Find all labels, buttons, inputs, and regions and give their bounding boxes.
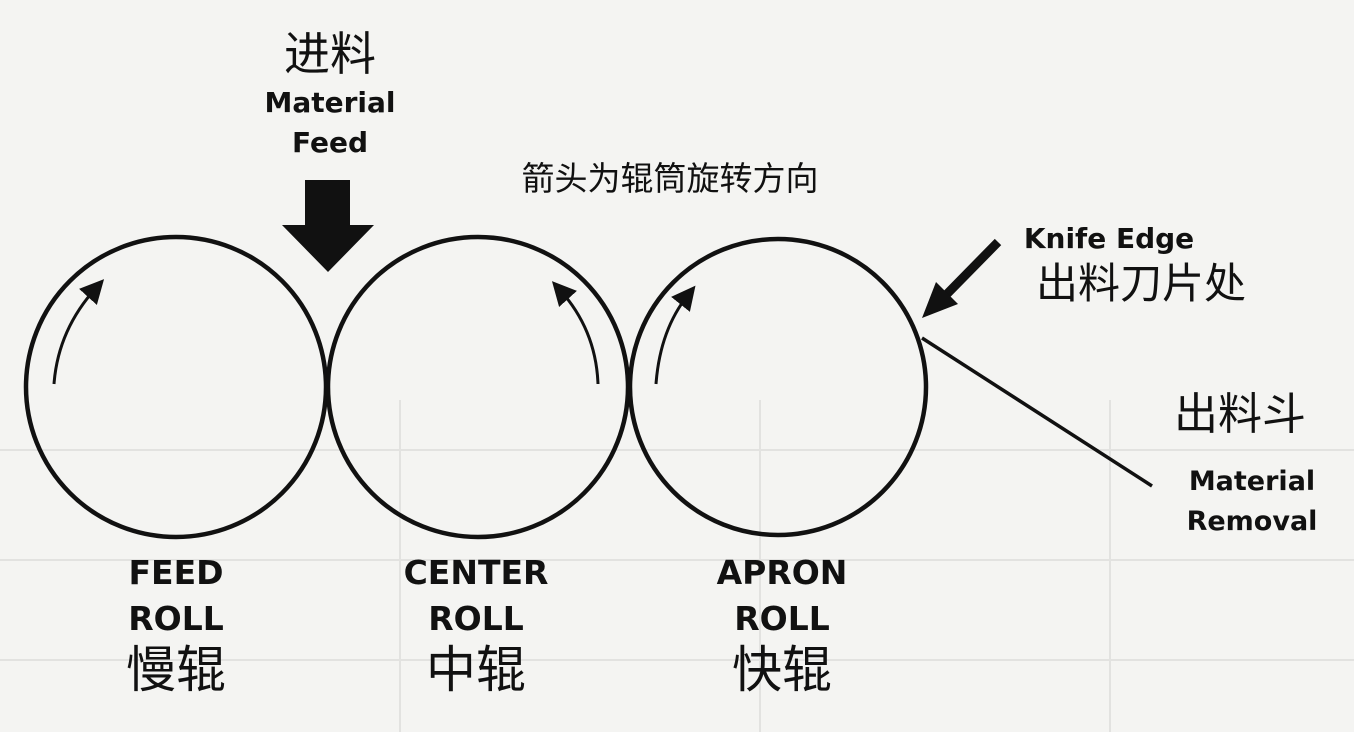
center-roll-label-en-2: ROLL	[428, 599, 524, 638]
background-ghost-lines	[0, 400, 1354, 732]
apron-roll-rotation-arrow	[654, 285, 696, 385]
center-roll-label-en-1: CENTER	[403, 553, 549, 592]
knife-edge-arrow-head	[922, 282, 958, 318]
apron-roll-label-en-1: APRON	[716, 553, 848, 592]
feed-roll-rotation-arrow	[52, 279, 105, 385]
apron-roll-circle	[627, 236, 929, 538]
material-feed-arrow	[282, 180, 374, 272]
feed-roll-label-en-1: FEED	[128, 553, 224, 592]
material-removal-line	[921, 336, 1153, 488]
feed-roll-label-en-2: ROLL	[128, 599, 224, 638]
apron-roll-label-cn: 快辊	[732, 641, 832, 699]
knife-edge-label-en: Knife Edge	[1023, 222, 1195, 255]
center-roll-circle	[325, 234, 631, 540]
knife-edge-arrow-shaft	[941, 238, 1002, 300]
apron-roll-label-en-2: ROLL	[734, 599, 830, 638]
feed-roll-circle	[23, 234, 329, 540]
material-removal-label-en-1: Material	[1188, 466, 1316, 497]
material-feed-label-en-1: Material	[264, 86, 396, 119]
rotation-direction-note: 箭头为辊筒旋转方向	[521, 159, 819, 198]
material-removal-label-en-2: Removal	[1186, 506, 1318, 537]
center-roll-label-cn: 中辊	[426, 641, 526, 699]
material-feed-label-cn: 进料	[284, 27, 376, 81]
material-removal-label-cn: 出料斗	[1174, 389, 1306, 440]
material-feed-label-en-2: Feed	[291, 126, 368, 159]
feed-roll-label-cn: 慢辊	[126, 641, 226, 699]
center-roll-rotation-arrow	[551, 281, 600, 385]
knife-edge-label-cn: 出料刀片处	[1035, 259, 1246, 308]
